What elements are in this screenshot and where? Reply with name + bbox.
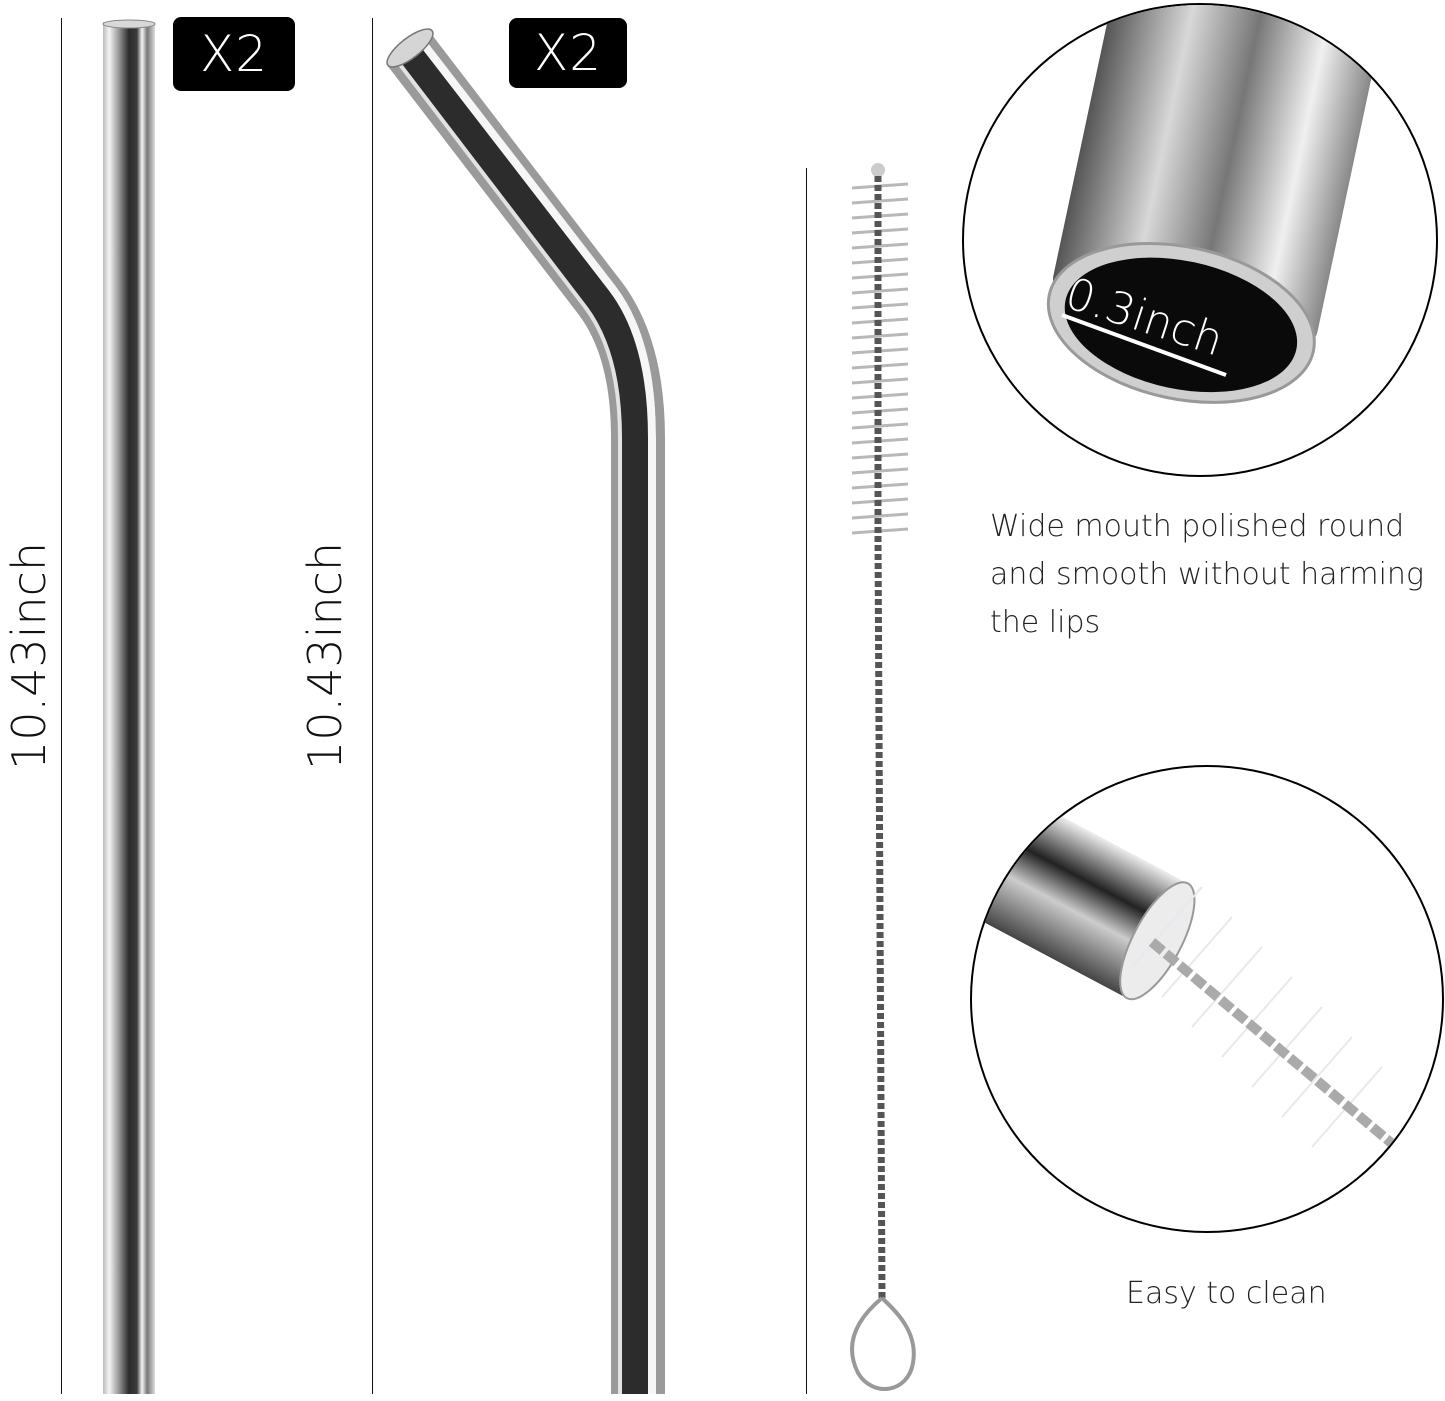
clean-detail-caption: Easy to clean (1126, 1276, 1327, 1311)
mouth-detail-circle (962, 3, 1438, 477)
straight-straw-length-label: 10.43inch (2, 541, 56, 770)
bent-straw-image (380, 18, 680, 1396)
straight-straw-quantity-badge: X2 (173, 17, 295, 91)
straight-straw-image (100, 18, 160, 1396)
clean-detail-circle (970, 765, 1444, 1233)
bent-straw-dimension-line (372, 18, 373, 1394)
bent-straw-quantity-badge: X2 (509, 18, 627, 88)
brush-dimension-line (806, 168, 807, 1394)
mouth-detail-caption: Wide mouth polished round and smooth wit… (990, 509, 1424, 640)
cleaning-brush-image (838, 158, 928, 1398)
straight-straw-dimension-line (61, 18, 62, 1394)
bent-straw-length-label: 10.43inch (298, 541, 352, 770)
